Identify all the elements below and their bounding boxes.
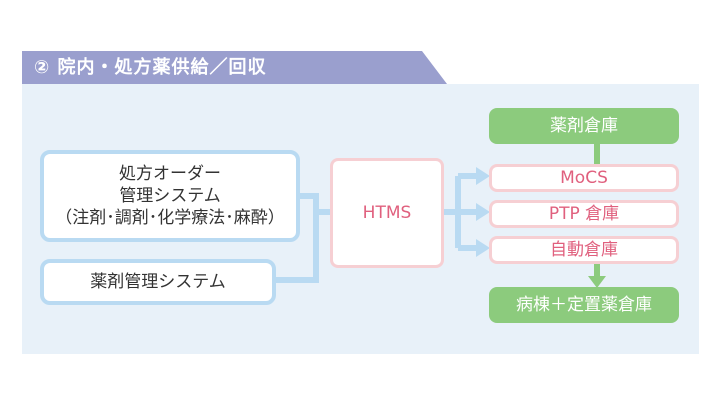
drug-management-box: 薬剤管理システム: [40, 259, 276, 305]
ptp-warehouse-label: PTP 倉庫: [548, 204, 620, 224]
prescription-label-line1: 処方オーダー: [119, 164, 221, 184]
arrowhead-mocs: [476, 167, 490, 185]
banner-shape: [22, 51, 447, 84]
prescription-label-line3: （注剤･調剤･化学療法･麻酔）: [55, 208, 285, 228]
ward-warehouse-box: 病棟＋定置薬倉庫: [489, 287, 679, 323]
auto-warehouse-label: 自動倉庫: [550, 240, 618, 260]
prescription-label-line2: 管理システム: [119, 186, 221, 206]
ptp-warehouse-box: PTP 倉庫: [489, 200, 679, 228]
section-banner: ② 院内・処方薬供給／回収: [22, 51, 447, 84]
banner-title: 院内・処方薬供給／回収: [57, 57, 267, 78]
drug-management-label: 薬剤管理システム: [90, 272, 226, 292]
auto-warehouse-box: 自動倉庫: [489, 236, 679, 264]
arrowhead-ptp: [476, 203, 490, 221]
arrowhead-ward: [588, 276, 606, 288]
banner-number: ②: [34, 57, 51, 78]
drug-warehouse-label: 薬剤倉庫: [550, 116, 618, 136]
ward-warehouse-label: 病棟＋定置薬倉庫: [516, 295, 652, 315]
connector-drugmgmt-to-htms: [276, 212, 319, 283]
banner-title-row: ② 院内・処方薬供給／回収: [34, 51, 267, 84]
drug-warehouse-box: 薬剤倉庫: [489, 108, 679, 144]
mocs-box: MoCS: [489, 164, 679, 192]
connector-prescription-to-htms: [300, 193, 330, 215]
arrowhead-auto: [476, 239, 490, 257]
htms-box: HTMS: [330, 158, 444, 268]
prescription-order-box: 処方オーダー 管理システム （注剤･調剤･化学療法･麻酔）: [40, 150, 300, 242]
mocs-label: MoCS: [560, 168, 608, 188]
htms-label: HTMS: [362, 203, 412, 223]
